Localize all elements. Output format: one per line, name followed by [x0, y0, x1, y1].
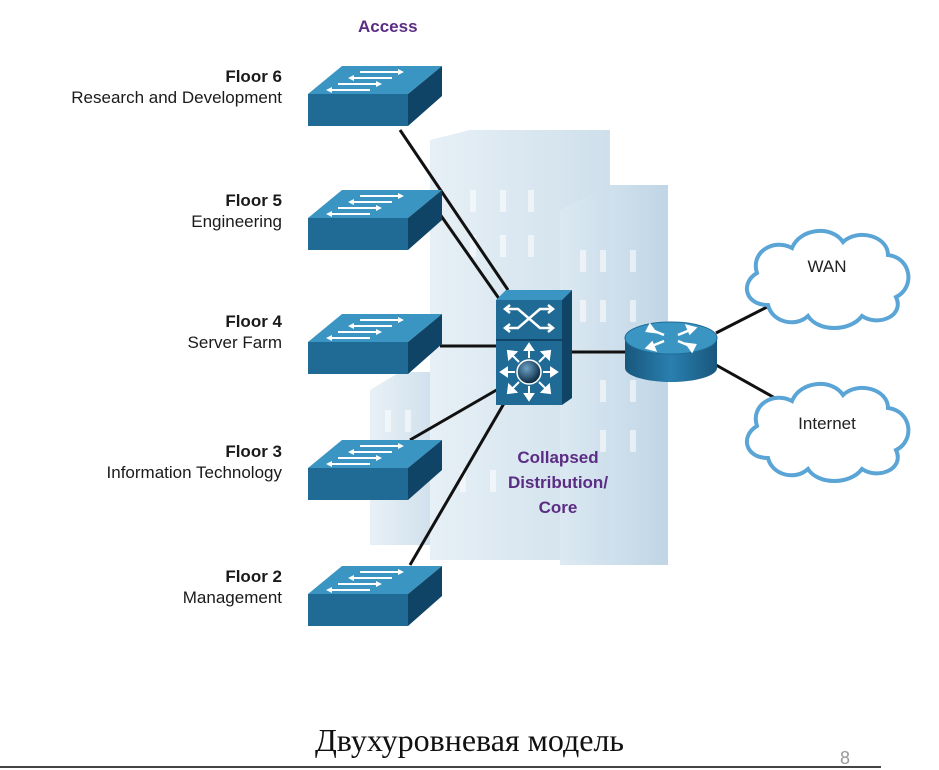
link-floor6-core [398, 129, 510, 291]
link-floor2-core [408, 399, 508, 566]
collapsed-core-label: Collapsed Distribution/ Core [494, 445, 622, 520]
wan-label: WAN [807, 257, 847, 276]
core-label-line-3: Core [538, 498, 578, 517]
router-icon [624, 321, 718, 382]
floor-4-name: Server Farm [187, 333, 282, 352]
floor-2-name: Management [182, 588, 282, 607]
floor-4-number: Floor 4 [225, 312, 282, 331]
access-switch-icon [308, 566, 442, 626]
access-switch-icon [308, 314, 442, 374]
floor-3-name: Information Technology [106, 463, 282, 482]
floor-6-name: Research and Development [71, 88, 282, 107]
bottom-divider [0, 766, 881, 768]
page-number: 8 [840, 748, 851, 768]
floor-6-number: Floor 6 [225, 67, 282, 86]
access-layer-label: Access [358, 17, 418, 36]
access-switch-icon [308, 66, 442, 126]
link-router-internet [715, 363, 776, 400]
link-router-wan [715, 301, 776, 335]
internet-label: Internet [798, 414, 856, 433]
floor-4-label: Floor 4 Server Farm [188, 311, 282, 353]
floor-3-number: Floor 3 [225, 442, 282, 461]
link-floor3-core [409, 386, 501, 442]
core-switch-icon [496, 290, 572, 405]
floor-2-number: Floor 2 [225, 567, 282, 586]
floor-6-label: Floor 6 Research and Development [71, 66, 282, 108]
slide-caption: Двухуровневая модель [314, 722, 625, 758]
floor-5-label: Floor 5 Engineering [191, 190, 282, 232]
access-switches [308, 66, 442, 626]
floor-5-number: Floor 5 [225, 191, 282, 210]
core-label-line-1: Collapsed [517, 448, 599, 467]
floor-5-name: Engineering [191, 212, 282, 231]
core-label-line-2: Distribution/ [507, 473, 609, 492]
floor-3-label: Floor 3 Information Technology [107, 441, 282, 483]
access-switch-icon [308, 190, 442, 250]
floor-2-label: Floor 2 Management [183, 566, 282, 608]
internet-cloud-icon [745, 381, 911, 483]
access-switch-icon [308, 440, 442, 500]
wan-cloud-icon [745, 228, 911, 330]
